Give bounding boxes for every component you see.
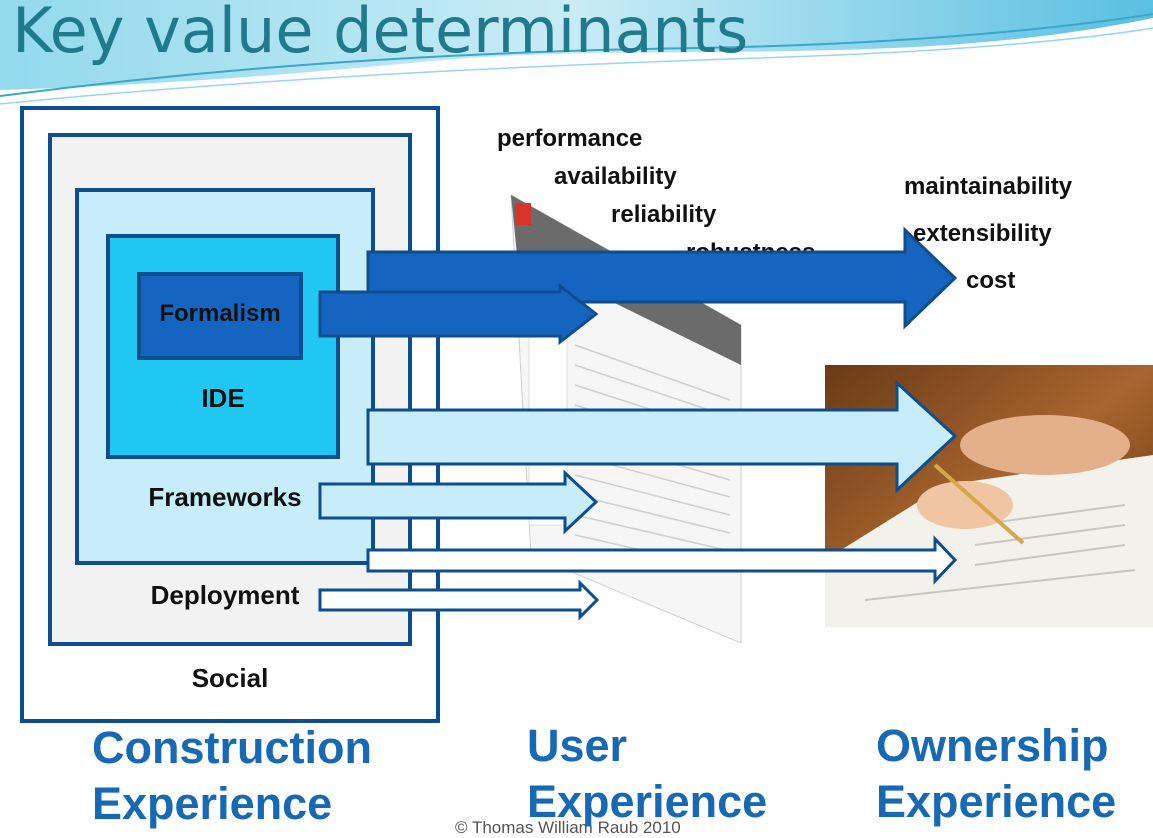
quality-availability: availability [554,163,677,190]
construction-experience-heading: Construction Experience [92,720,372,832]
quality-reliability: reliability [611,201,717,228]
user-experience-line-2: Experience [527,776,768,827]
ownership-experience-line-2: Experience [876,776,1117,827]
social-label: Social [191,663,269,693]
ownership-experience-line-1: Ownership [876,720,1109,771]
arrow-formalism [318,282,599,346]
ide-label: IDE [201,383,245,413]
quality-performance: performance [497,125,643,152]
arrow-ownership-light [366,379,958,494]
arrow-deployment [318,579,600,621]
slide-title: Key value determinants [12,0,749,67]
user-experience-heading: User Experience [527,718,767,830]
construction-experience-line-1: Construction [92,722,372,773]
quality-extensibility: extensibility [913,220,1052,247]
frameworks-label: Frameworks [148,482,302,512]
header-wave [0,0,1153,105]
quality-cost: cost [966,267,1016,294]
deployment-label: Deployment [150,580,300,610]
formalism-label: Formalism [159,300,281,327]
quality-maintainability: maintainability [904,173,1073,200]
ownership-experience-heading: Ownership Experience [876,718,1116,830]
formalism-box [137,272,303,360]
arrow-frameworks [318,469,599,535]
user-experience-line-1: User [527,720,628,771]
arrow-deployment-ownership [366,535,958,585]
construction-experience-line-2: Experience [92,778,333,829]
